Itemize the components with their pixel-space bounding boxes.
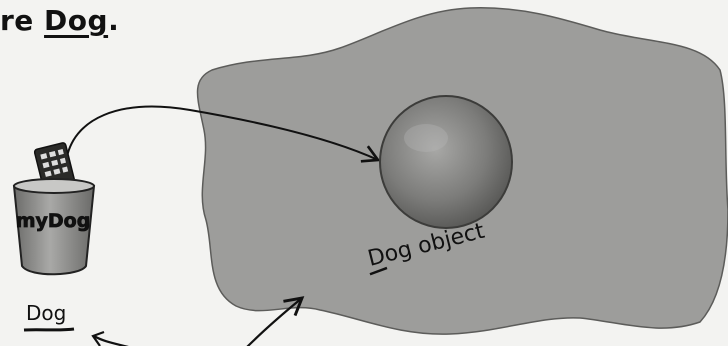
variable-type-label: Dog xyxy=(26,301,66,325)
object-sphere xyxy=(380,96,512,228)
reference-variable: myDog xyxy=(14,142,94,274)
variable-type-underline xyxy=(24,329,74,330)
variable-name: myDog xyxy=(16,210,91,232)
dog-object xyxy=(380,96,512,228)
